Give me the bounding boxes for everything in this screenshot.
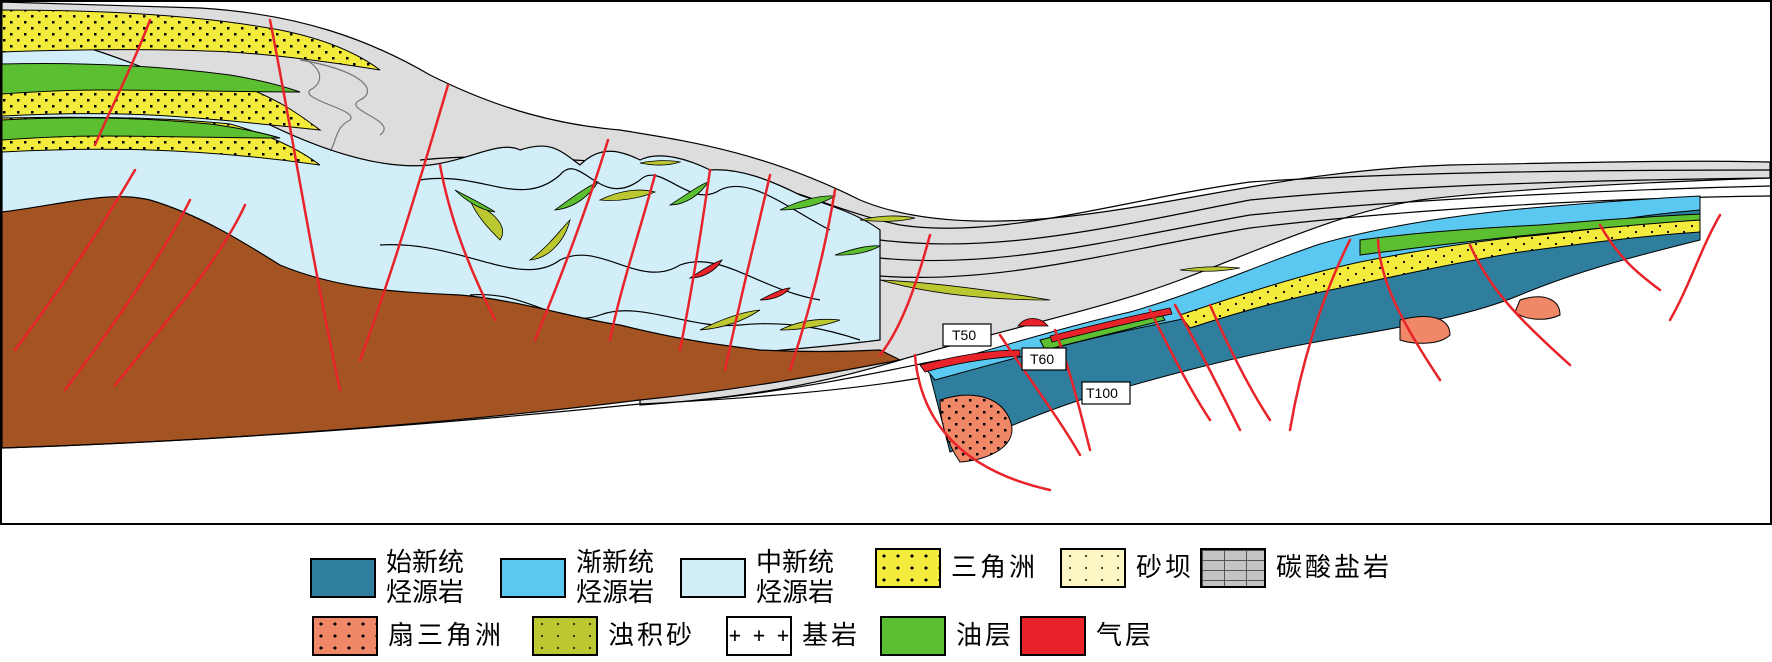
legend-item-oligocene: 渐新统 烃源岩 [500, 548, 654, 608]
legend-label-sand-bar: 砂坝 [1136, 553, 1195, 583]
legend-label-miocene: 中新统 烃源岩 [756, 548, 835, 608]
legend-item-fan-delta: 扇三角洲 [312, 616, 504, 656]
basin-oil-layer [1359, 213, 1701, 256]
horizon-marker-t100: T100 [1081, 381, 1131, 405]
legend-item-gas: 气层 [1020, 616, 1154, 656]
horizon-label-t100: T100 [1086, 385, 1118, 401]
legend-item-delta: 三角洲 [875, 548, 1038, 588]
legend-label-gas: 气层 [1096, 621, 1155, 651]
turbidite-lenses [469, 160, 1241, 331]
overburden-horizon [879, 195, 1771, 279]
horizon-label-t50: T50 [952, 327, 976, 343]
legend-item-oil: 油层 [880, 616, 1014, 656]
legend-label-carbonate: 碳酸盐岩 [1276, 553, 1393, 583]
horizon-label-t60: T60 [1030, 351, 1054, 367]
legend-label-eocene: 始新统 烃源岩 [386, 548, 465, 608]
legend-label-fan-delta: 扇三角洲 [388, 621, 505, 651]
legend-swatch-oligocene [500, 558, 566, 598]
legend-swatch-oil [880, 616, 946, 656]
legend-item-sand-bar: 砂坝 [1060, 548, 1194, 588]
faults [13, 18, 1722, 492]
horizon-marker-t50: T50 [942, 323, 992, 347]
legend-label-turbidite: 浊积砂 [608, 621, 696, 651]
geological-cross-section: T50 T60 T100 [0, 0, 1772, 525]
basement-brown [1, 196, 902, 449]
legend-label-delta: 三角洲 [951, 553, 1039, 583]
gas-layer [919, 349, 1021, 373]
clinoform-line [269, 49, 352, 161]
legend-swatch-basement: + + + [726, 616, 792, 656]
legend-item-eocene: 始新统 烃源岩 [310, 548, 464, 608]
legend-swatch-carbonate [1200, 548, 1266, 588]
basin-delta-belt-pattern [1180, 220, 1700, 328]
legend-item-basement: + + + 基岩 [726, 616, 860, 656]
legend-item-carbonate: 碳酸盐岩 [1200, 548, 1392, 588]
legend-item-turbidite: 浊积砂 [532, 616, 695, 656]
legend-swatch-eocene [310, 558, 376, 598]
legend-label-oil: 油层 [956, 621, 1015, 651]
legend-item-miocene: 中新统 烃源岩 [680, 548, 834, 608]
legend-swatch-miocene [680, 558, 746, 598]
oil-lenses [454, 181, 882, 256]
legend-label-basement: 基岩 [802, 621, 861, 651]
gas-cap [1017, 318, 1049, 327]
overburden-horizon [879, 177, 1771, 245]
oil-layer [1, 117, 281, 141]
rift-basin-fan-delta [1514, 296, 1561, 320]
gas-lenses [688, 259, 791, 301]
delta-sand-tongue-pattern [2, 10, 380, 70]
clinoform-line [299, 59, 385, 136]
legend-swatch-turbidite [532, 616, 598, 656]
legend-swatch-fan-delta [312, 616, 378, 656]
horizon-marker-t60: T60 [1021, 347, 1067, 371]
gas-layer [1049, 307, 1173, 343]
section-base-line [1, 377, 921, 449]
legend-swatch-sand-bar [1060, 548, 1126, 588]
legend-label-oligocene: 渐新统 烃源岩 [576, 548, 655, 608]
fold-line [379, 244, 821, 301]
legend-swatch-delta [875, 548, 941, 588]
fold-line [419, 168, 831, 231]
overburden-horizon [879, 185, 1771, 262]
legend-swatch-gas [1020, 616, 1086, 656]
legend: 始新统 烃源岩 渐新统 烃源岩 中新统 烃源岩 三角洲 砂坝 碳酸盐岩 扇三角洲… [0, 530, 1772, 662]
